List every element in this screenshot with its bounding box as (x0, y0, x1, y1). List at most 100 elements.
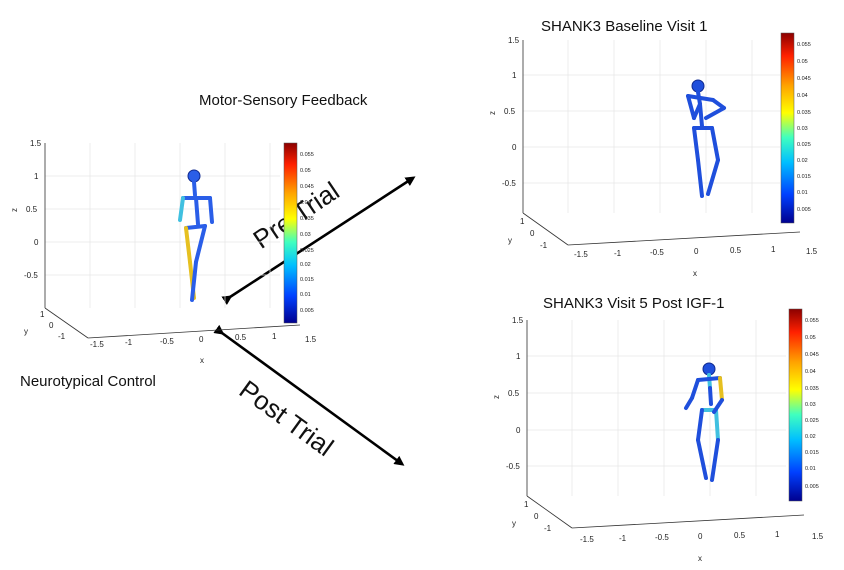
x-tick: -1.5 (580, 535, 594, 544)
z-axis-label: z (10, 208, 19, 212)
y-tick: -1 (58, 332, 66, 341)
svg-text:0.055: 0.055 (797, 42, 811, 48)
svg-text:0.02: 0.02 (805, 434, 816, 440)
colorbar-ticks: 0.055 0.05 0.045 0.04 0.035 0.03 0.025 0… (300, 152, 314, 314)
colorbar (788, 308, 803, 502)
neurotypical-control-label: Neurotypical Control (20, 373, 156, 390)
x-tick: 1.5 (812, 532, 824, 541)
svg-text:0.005: 0.005 (805, 484, 819, 490)
svg-text:0.04: 0.04 (797, 93, 808, 99)
svg-text:0.01: 0.01 (805, 466, 816, 472)
z-tick: 1.5 (508, 36, 520, 45)
svg-text:0.015: 0.015 (805, 450, 819, 456)
z-tick: -0.5 (506, 462, 520, 471)
svg-text:0.045: 0.045 (805, 352, 819, 358)
baseline-stick-figure (686, 79, 726, 198)
y-tick: 1 (524, 500, 529, 509)
svg-text:0.025: 0.025 (300, 248, 314, 254)
x-tick: 0 (694, 247, 699, 256)
svg-text:0.02: 0.02 (797, 158, 808, 164)
plot-grid (44, 143, 280, 308)
x-tick: -1 (614, 249, 622, 258)
y-tick: 1 (520, 217, 525, 226)
y-tick: -1 (544, 524, 552, 533)
svg-text:0.05: 0.05 (805, 335, 816, 341)
y-tick: 0 (49, 321, 54, 330)
x-tick: 1.5 (806, 247, 818, 256)
svg-text:0.035: 0.035 (300, 216, 314, 222)
y-tick: -1 (540, 241, 548, 250)
z-tick: 0.5 (26, 205, 38, 214)
svg-text:0.055: 0.055 (805, 318, 819, 324)
colorbar-ticks: 0.055 0.05 0.045 0.04 0.035 0.03 0.025 0… (805, 318, 819, 490)
svg-text:0.05: 0.05 (300, 168, 311, 174)
svg-text:0.045: 0.045 (300, 184, 314, 190)
plot-grid (526, 320, 786, 496)
y-axis-label: y (24, 327, 28, 336)
z-tick: 1 (516, 352, 521, 361)
y-tick: 0 (534, 512, 539, 521)
z-axis-label: z (492, 395, 501, 399)
svg-text:0.025: 0.025 (805, 418, 819, 424)
svg-text:0.015: 0.015 (300, 277, 314, 283)
motor-sensory-feedback-label: Motor-Sensory Feedback (199, 92, 368, 109)
x-tick: 1 (775, 530, 780, 539)
svg-text:0.025: 0.025 (797, 142, 811, 148)
svg-text:0.05: 0.05 (797, 59, 808, 65)
svg-text:0.005: 0.005 (797, 207, 811, 213)
z-tick: -0.5 (502, 179, 516, 188)
z-tick: 1.5 (512, 316, 524, 325)
svg-text:0.03: 0.03 (805, 402, 816, 408)
svg-text:0.03: 0.03 (797, 126, 808, 132)
x-tick: 0.5 (734, 531, 746, 540)
x-tick: -1.5 (574, 250, 588, 259)
svg-text:0.035: 0.035 (805, 386, 819, 392)
visit5-plot: 1.5 1 0.5 0 -0.5 z 1 0 -1 y -1.5 -1 -0.5… (492, 308, 824, 563)
post-trial-arrow (213, 324, 405, 466)
svg-text:0.015: 0.015 (797, 174, 811, 180)
z-tick: 0.5 (504, 107, 516, 116)
x-tick: 1.5 (305, 335, 317, 344)
svg-text:0.04: 0.04 (300, 200, 311, 206)
x-tick: 0.5 (235, 333, 247, 342)
x-axis-label: x (698, 554, 702, 563)
z-tick: 0 (512, 143, 517, 152)
x-axis-label: x (693, 269, 697, 278)
svg-text:0.01: 0.01 (300, 292, 311, 298)
x-tick: -1 (619, 534, 627, 543)
svg-text:0.035: 0.035 (797, 110, 811, 116)
z-axis-label: z (488, 111, 497, 115)
colorbar-ticks: 0.055 0.05 0.045 0.04 0.035 0.03 0.025 0… (797, 42, 811, 213)
y-tick: 1 (40, 310, 45, 319)
colorbar (780, 32, 795, 224)
z-tick: 1.5 (30, 139, 42, 148)
z-tick: 1 (512, 71, 517, 80)
neurotypical-stick-figure (178, 169, 214, 302)
neurotypical-plot: 1.5 1 0.5 0 -0.5 z 1 0 -1 y -1.5 -1 -0.5… (10, 139, 317, 365)
x-tick: 0 (199, 335, 204, 344)
x-tick: -0.5 (650, 248, 664, 257)
z-tick: 0 (34, 238, 39, 247)
plot-grid (522, 40, 780, 213)
visit5-stick-figure (684, 362, 724, 482)
x-tick: -0.5 (160, 337, 174, 346)
z-tick: 0.5 (508, 389, 520, 398)
svg-text:0.005: 0.005 (300, 308, 314, 314)
svg-text:0.02: 0.02 (300, 262, 311, 268)
colorbar (283, 142, 298, 324)
x-tick: 0 (698, 532, 703, 541)
x-tick: 0.5 (730, 246, 742, 255)
y-tick: 0 (530, 229, 535, 238)
baseline-plot: 1.5 1 0.5 0 -0.5 z 1 0 -1 y -1.5 -1 -0.5… (488, 32, 818, 278)
z-tick: 1 (34, 172, 39, 181)
svg-text:0.045: 0.045 (797, 76, 811, 82)
z-tick: 0 (516, 426, 521, 435)
x-tick: 1 (771, 245, 776, 254)
y-axis-label: y (512, 519, 516, 528)
pre-trial-arrow (221, 176, 416, 306)
visit5-title: SHANK3 Visit 5 Post IGF-1 (543, 295, 725, 312)
z-tick: -0.5 (24, 271, 38, 280)
svg-text:0.01: 0.01 (797, 190, 808, 196)
x-tick: -1 (125, 338, 133, 347)
